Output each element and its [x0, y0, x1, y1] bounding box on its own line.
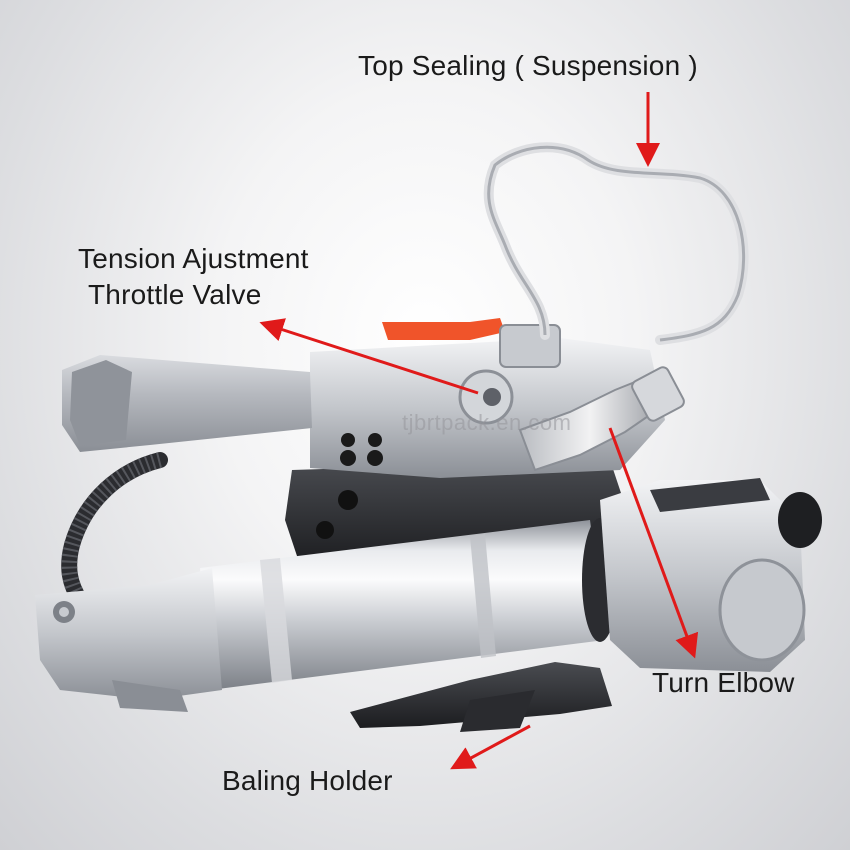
suspension-hanger — [483, 142, 749, 345]
head-screw-4 — [368, 433, 382, 447]
label-throttle-valve: Throttle Valve — [88, 279, 262, 310]
head-screw-1 — [340, 450, 356, 466]
callout-arrows — [259, 92, 699, 770]
watermark-text: tjbrtpack.en.com — [402, 410, 572, 435]
main-cylinder — [200, 520, 605, 690]
label-tension-adjustment: Tension Ajustment — [78, 243, 309, 274]
nose-assembly — [35, 568, 222, 700]
elbow-cover — [718, 558, 806, 662]
clamp-bracket — [112, 680, 188, 712]
cylinder-band-2 — [470, 534, 496, 658]
arrow-turn-elbow — [608, 427, 699, 659]
throttle-valve-center — [483, 388, 501, 406]
lever-pivot — [499, 324, 561, 368]
label-top-sealing: Top Sealing ( Suspension ) — [358, 50, 698, 81]
suspension-hanger-shade — [487, 145, 746, 342]
arrow-baling-holder — [450, 724, 531, 770]
cylinder-band — [260, 558, 292, 683]
air-fitting-nut — [631, 366, 685, 422]
label-turn-elbow: Turn Elbow — [652, 667, 795, 698]
housing-screw-2 — [316, 521, 334, 539]
label-baling-holder: Baling Holder — [222, 765, 393, 796]
head-screw-2 — [367, 450, 383, 466]
elbow-knob — [778, 492, 822, 548]
head-screw-3 — [341, 433, 355, 447]
baling-holder-plate — [350, 662, 612, 728]
coil-hose-ridges — [61, 452, 163, 605]
housing-screw-1 — [338, 490, 358, 510]
baling-holder-tip — [460, 690, 535, 732]
orange-lever — [382, 318, 505, 340]
elbow-top-roller — [650, 478, 770, 512]
nose-bolt-inner — [59, 607, 69, 617]
handle-opening — [70, 360, 132, 446]
arrow-tension-valve — [259, 318, 479, 395]
